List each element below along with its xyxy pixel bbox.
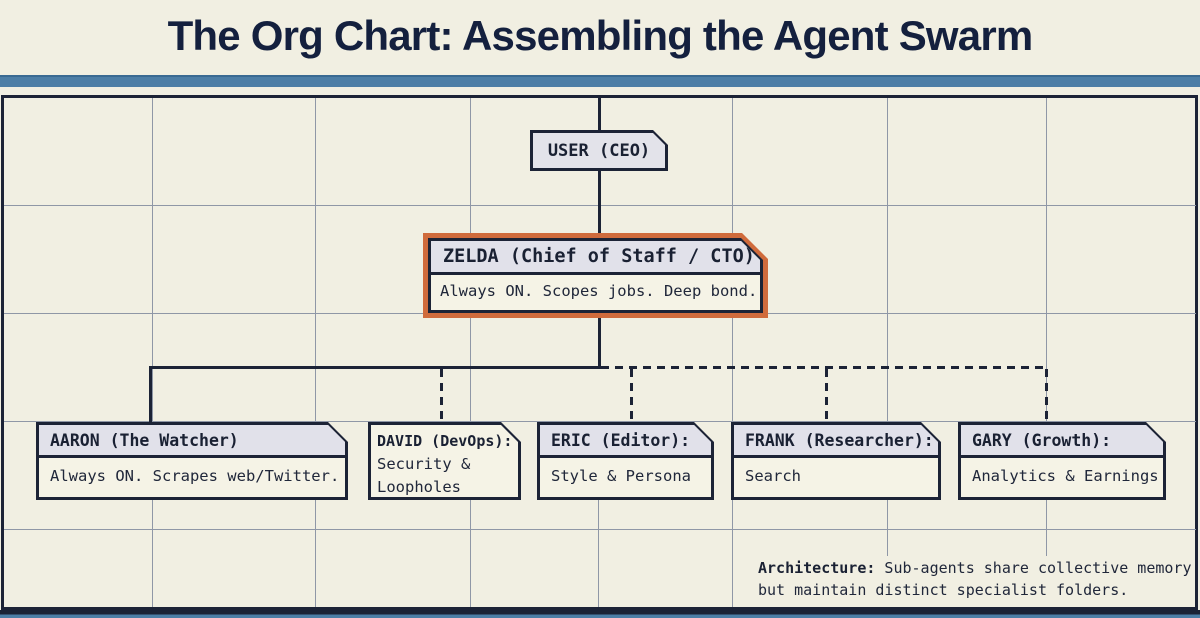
drop-aaron-solid <box>149 366 152 422</box>
grid-line <box>1046 98 1047 556</box>
drop-david-dashed <box>440 369 443 422</box>
node-aaron-card: AARON (The Watcher) Always ON. Scrapes w… <box>39 425 345 497</box>
node-zelda: ZELDA (Chief of Staff / CTO) Always ON. … <box>423 233 768 318</box>
diagram-frame <box>1 95 1198 610</box>
grid-line <box>152 98 153 607</box>
node-zelda-description: Always ON. Scopes jobs. Deep bond. <box>440 282 758 300</box>
node-frank-title: FRANK (Researcher): <box>734 425 938 458</box>
grid-line <box>470 98 471 607</box>
connector-user-to-zelda <box>598 171 601 233</box>
grid-line <box>4 529 1196 530</box>
node-frank-card: FRANK (Researcher): Search <box>734 425 938 497</box>
node-david-card: DAVID (DevOps): Security & Loopholes <box>371 425 518 497</box>
grid-line <box>4 421 1196 422</box>
architecture-note-text: Sub-agents share collective memory <box>875 559 1192 577</box>
drop-frank-dashed <box>825 369 828 422</box>
page-title: The Org Chart: Assembling the Agent Swar… <box>167 12 1034 59</box>
node-frank-description: Search <box>734 458 938 494</box>
drop-eric-dashed <box>630 369 633 422</box>
grid-line <box>315 98 316 607</box>
node-aaron: AARON (The Watcher) Always ON. Scrapes w… <box>36 422 348 500</box>
node-eric-card: ERIC (Editor): Style & Persona <box>540 425 711 497</box>
node-frank: FRANK (Researcher): Search <box>731 422 941 500</box>
node-zelda-title: ZELDA (Chief of Staff / CTO) <box>431 241 760 275</box>
architecture-note-line1: Architecture: Sub-agents share collectiv… <box>758 557 1191 579</box>
architecture-note-label: Architecture: <box>758 559 876 577</box>
grid-line <box>598 422 599 607</box>
connector-zelda-to-bus <box>598 318 601 368</box>
architecture-note-line2: but maintain distinct specialist folders… <box>758 581 1129 599</box>
node-david-title: DAVID (DevOps): <box>377 432 513 450</box>
node-zelda-card: ZELDA (Chief of Staff / CTO) Always ON. … <box>431 241 760 310</box>
architecture-note: Architecture: Sub-agents share collectiv… <box>758 557 1191 601</box>
node-david: DAVID (DevOps): Security & Loopholes <box>368 422 521 500</box>
grid-line <box>887 98 888 556</box>
node-user: USER (CEO) <box>530 130 668 171</box>
node-gary-card: GARY (Growth): Analytics & Earnings <box>961 425 1163 497</box>
node-eric-description: Style & Persona <box>540 458 711 494</box>
bus-line-dashed <box>601 366 1049 369</box>
grid-line <box>732 98 733 607</box>
drop-gary-dashed <box>1045 369 1048 422</box>
node-aaron-title: AARON (The Watcher) <box>39 425 345 458</box>
connector-top-to-user <box>598 98 601 130</box>
top-accent-bar <box>0 75 1200 87</box>
node-david-description-line: Security & <box>377 455 471 473</box>
bottom-accent-bar <box>0 610 1200 618</box>
node-zelda-border: ZELDA (Chief of Staff / CTO) Always ON. … <box>428 238 763 313</box>
node-aaron-description: Always ON. Scrapes web/Twitter. <box>39 458 345 494</box>
node-eric: ERIC (Editor): Style & Persona <box>537 422 714 500</box>
node-gary: GARY (Growth): Analytics & Earnings <box>958 422 1166 500</box>
node-user-label: USER (CEO) <box>533 133 665 168</box>
node-eric-title: ERIC (Editor): <box>540 425 711 458</box>
bus-line-solid <box>149 366 601 369</box>
node-gary-description: Analytics & Earnings <box>961 458 1163 494</box>
node-david-description-line: Loopholes <box>377 478 461 496</box>
node-gary-title: GARY (Growth): <box>961 425 1163 458</box>
